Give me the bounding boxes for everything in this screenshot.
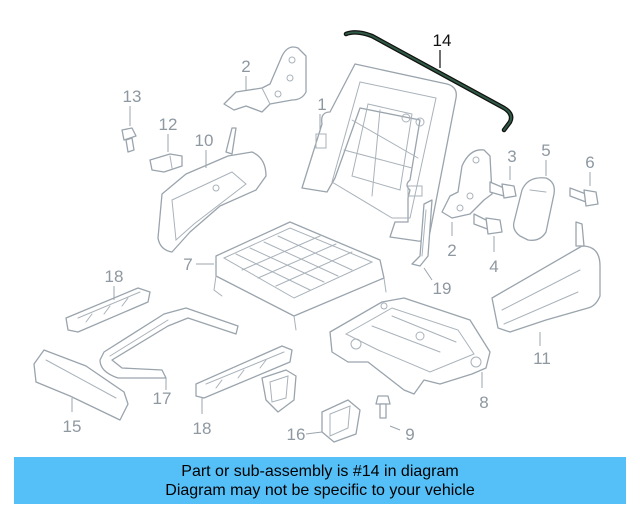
callout-18-upper: 18 — [105, 267, 124, 286]
part-16-latch[interactable] — [321, 399, 361, 443]
part-2-upper-recliner-bracket[interactable] — [223, 46, 307, 113]
banner-line-2: Diagram may not be specific to your vehi… — [165, 481, 475, 499]
part-15-outer-trim-panel[interactable] — [33, 349, 129, 421]
callout-5: 5 — [541, 141, 550, 160]
part-8-seat-track-mechanism[interactable] — [329, 297, 491, 395]
part-12-cap[interactable] — [149, 153, 183, 173]
part-18-lower-rail[interactable] — [195, 345, 293, 399]
callout-7: 7 — [183, 255, 192, 274]
callout-2-lower: 2 — [447, 241, 456, 260]
callout-19: 19 — [433, 279, 452, 298]
callout-12: 12 — [159, 115, 178, 134]
callout-14: 14 — [433, 31, 452, 50]
part-11-side-trim[interactable] — [491, 221, 601, 333]
part-13-bolt[interactable] — [121, 127, 137, 153]
part-2-lower-recliner-bracket[interactable] — [441, 149, 493, 219]
callout-6: 6 — [585, 153, 594, 172]
part-9-bolt[interactable] — [375, 395, 391, 419]
banner-line-1: Part or sub-assembly is #14 in diagram — [181, 462, 459, 480]
part-18-upper-rail[interactable] — [65, 287, 151, 333]
part-5-recliner-cover[interactable] — [512, 177, 555, 241]
part-17-wire-loop[interactable] — [99, 307, 239, 379]
part-4-bolt[interactable] — [473, 213, 503, 235]
latch-bracket[interactable] — [261, 369, 297, 413]
part-14-seat-back-wire[interactable] — [343, 30, 514, 133]
callout-11: 11 — [533, 349, 551, 368]
callout-3: 3 — [507, 147, 516, 166]
part-10-side-shield[interactable] — [157, 127, 267, 253]
callout-4: 4 — [489, 257, 498, 276]
part-1-seat-back-frame[interactable] — [301, 63, 457, 242]
callout-18-lower: 18 — [193, 419, 212, 438]
callout-1: 1 — [317, 95, 326, 114]
parts-diagram: 1 2 2 3 4 5 6 — [33, 30, 601, 444]
callout-16: 16 — [287, 425, 306, 444]
part-6-screw[interactable] — [569, 187, 599, 207]
callout-17: 17 — [153, 389, 172, 408]
callout-13: 13 — [123, 87, 142, 106]
part-7-seat-cushion-frame[interactable] — [213, 221, 387, 331]
part-19-strap[interactable] — [411, 199, 433, 267]
part-3-bolt[interactable] — [489, 181, 517, 199]
callout-10: 10 — [195, 131, 214, 150]
callout-2-upper: 2 — [241, 57, 250, 76]
callout-8: 8 — [479, 393, 488, 412]
info-banner: Part or sub-assembly is #14 in diagram D… — [14, 457, 626, 504]
callout-15: 15 — [63, 417, 82, 436]
callout-9: 9 — [405, 425, 414, 444]
